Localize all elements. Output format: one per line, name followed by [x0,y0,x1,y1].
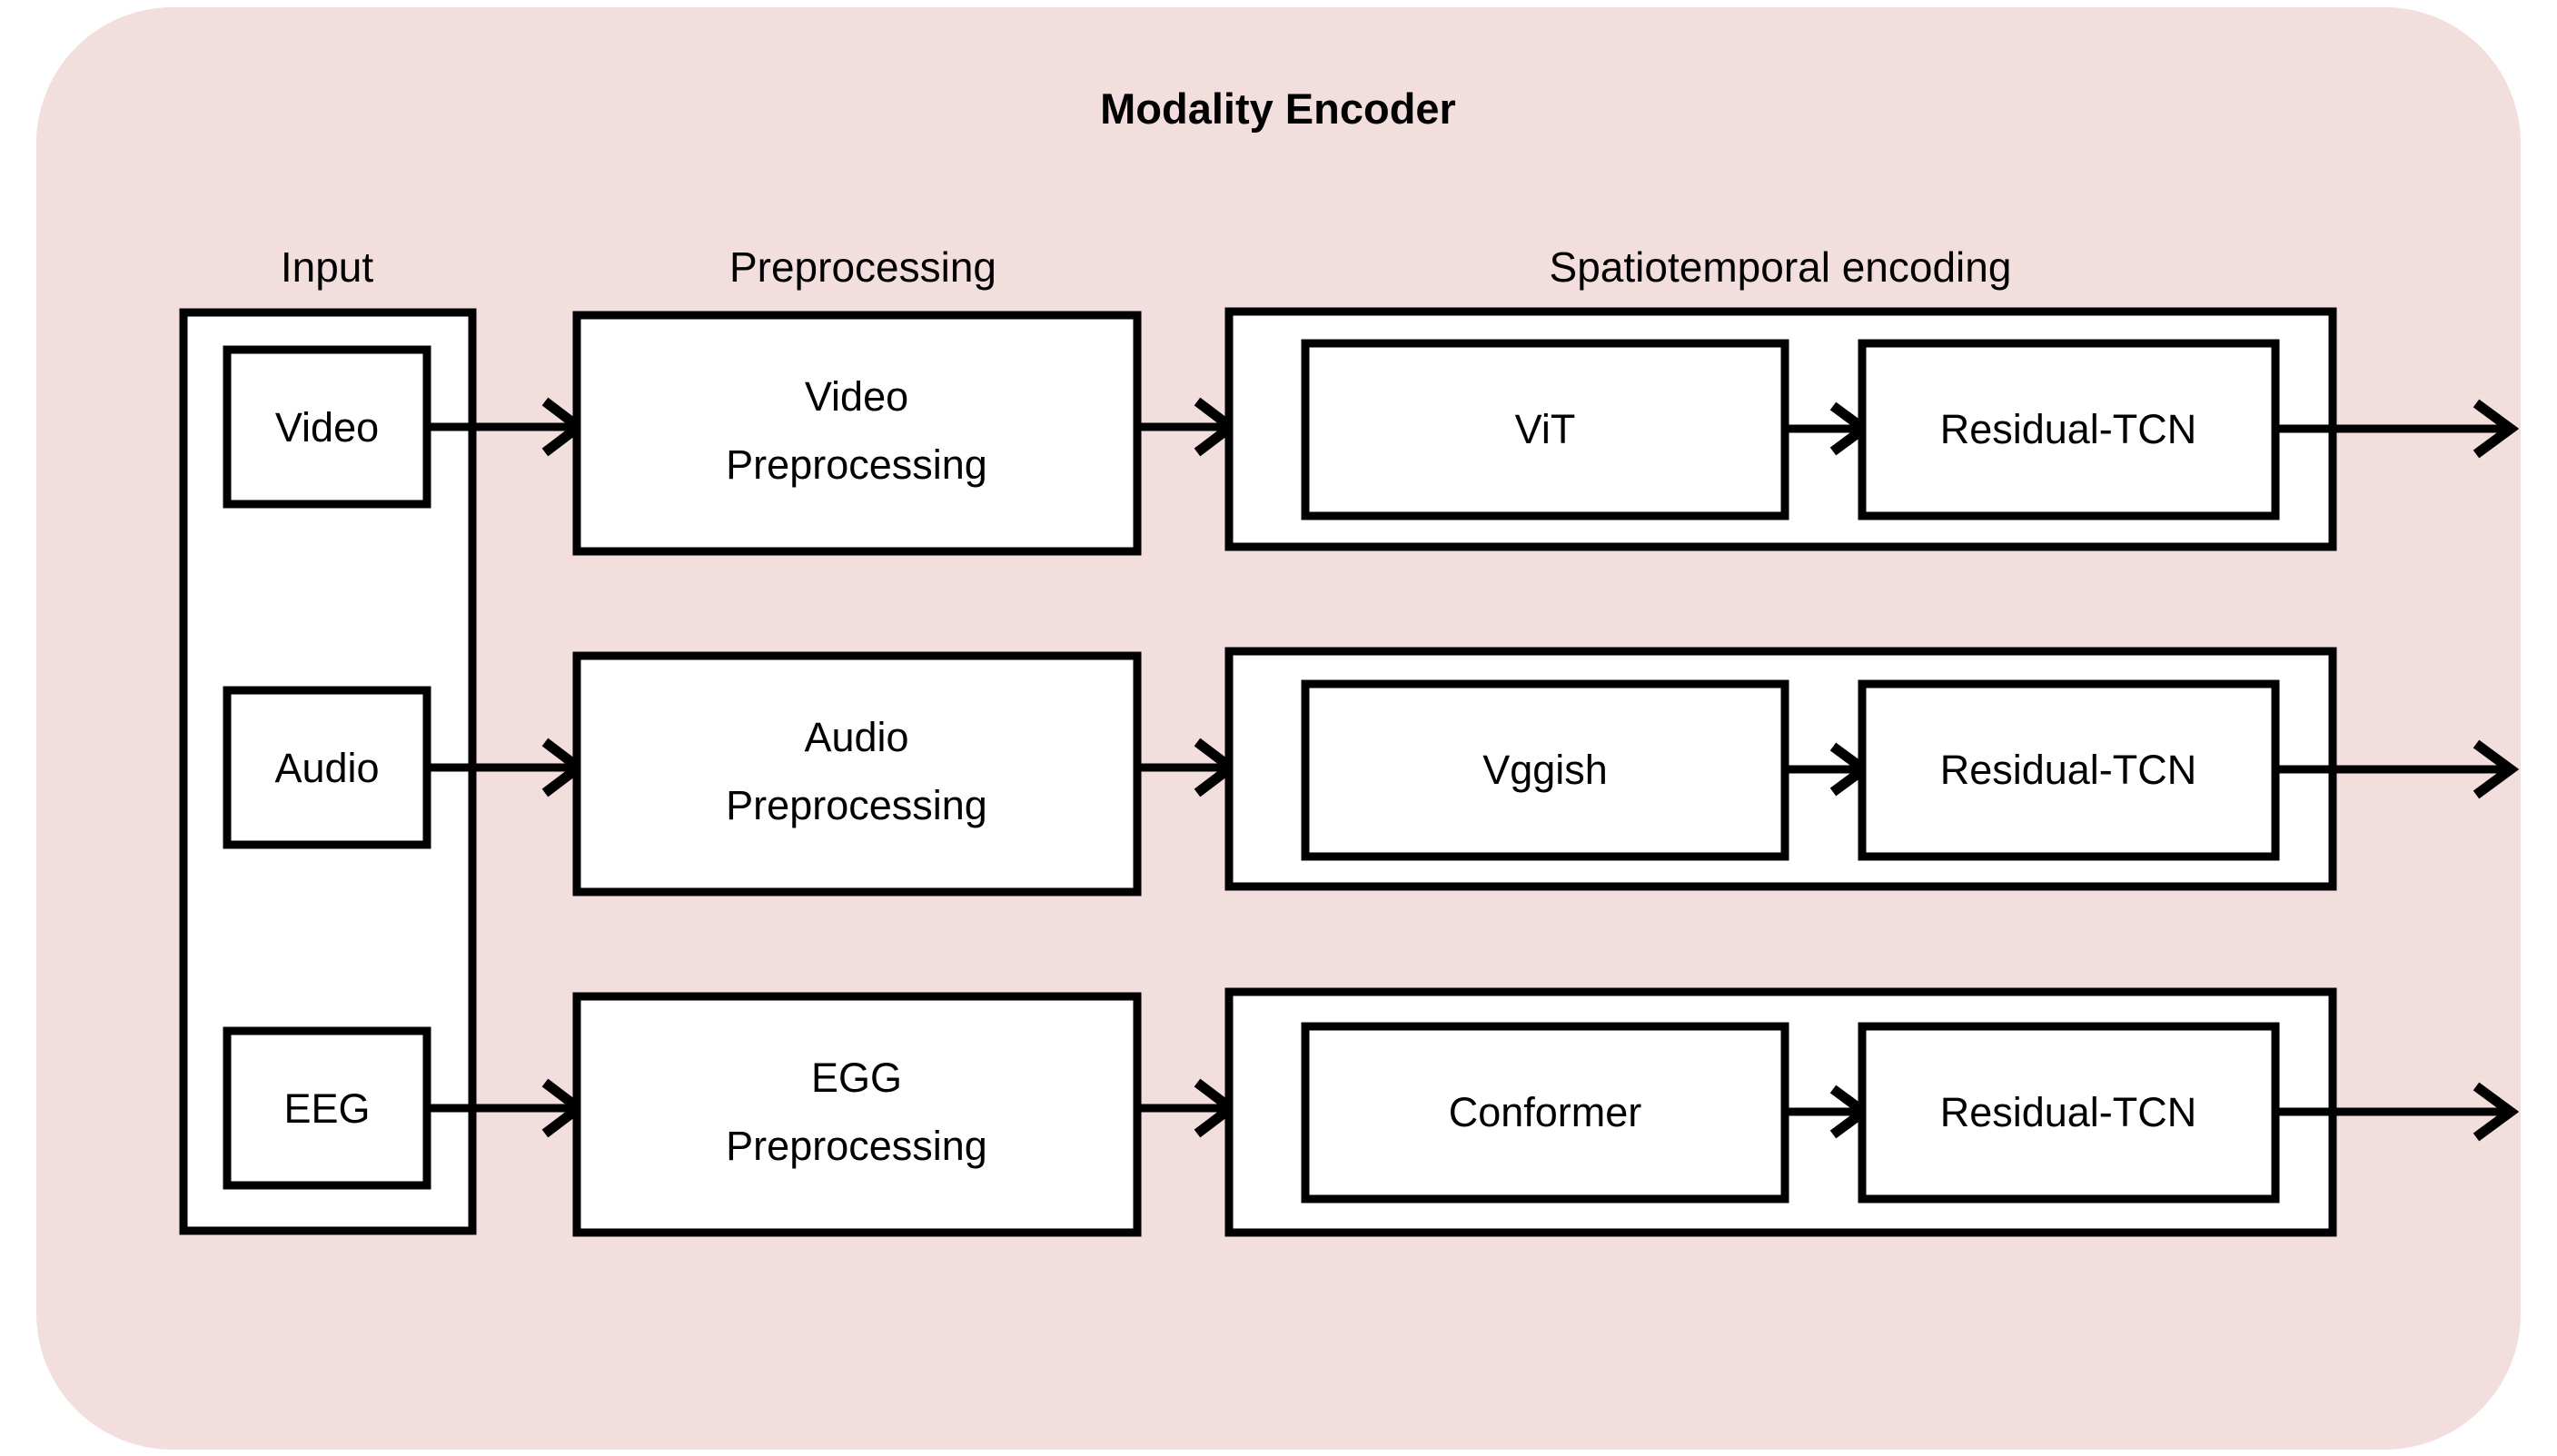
encoder-box-vit[interactable] [1301,339,1789,520]
input-box-video-label: Video [275,404,379,451]
encoder-box-residual-tcn-video-label: Residual-TCN [1940,406,2197,452]
encoder-box-residual-tcn-audio-label: Residual-TCN [1940,747,2197,793]
preprocessing-box-video[interactable] [572,311,1142,556]
input-box-video[interactable] [223,345,431,509]
input-box-eeg-label: EEG [283,1085,370,1132]
preprocessing-box-video-label-line2: Preprocessing [726,441,987,488]
arrowhead-eeg-encoder-output [2473,1082,2520,1142]
preprocessing-box-eeg-label-line1: EGG [811,1055,902,1101]
preprocessing-box-audio-label-line2: Preprocessing [726,782,987,828]
column-header-encoding: Spatiotemporal encoding [1550,243,2012,291]
column-header-preprocessing: Preprocessing [729,243,996,291]
encoder-box-residual-tcn-audio[interactable] [1858,679,2280,861]
arrowhead-audio-encoder-output [2473,739,2520,799]
preprocessing-box-eeg[interactable] [572,992,1142,1237]
encoder-box-residual-tcn-video[interactable] [1858,339,2280,520]
preprocessing-box-eeg-label-line2: Preprocessing [726,1123,987,1169]
preprocessing-box-video-label-line1: Video [805,373,908,420]
encoder-box-vit-label: ViT [1515,406,1576,452]
encoder-box-vggish-label: Vggish [1482,747,1608,793]
preprocessing-box-audio[interactable] [572,651,1142,896]
encoder-box-residual-tcn-eeg-label: Residual-TCN [1940,1089,2197,1135]
preprocessing-box-audio-label-line1: Audio [804,714,908,760]
column-header-input: Input [281,243,374,291]
arrowhead-video-encoder-output [2473,399,2520,459]
input-box-audio-label: Audio [274,745,379,791]
encoder-box-conformer-label: Conformer [1449,1089,1642,1135]
page-title: Modality Encoder [1100,84,1456,133]
encoder-box-conformer[interactable] [1301,1022,1789,1203]
